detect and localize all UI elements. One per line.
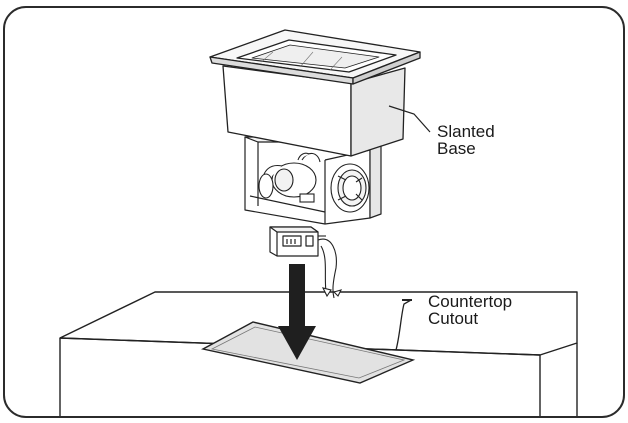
slanted-base-label-line2: Base <box>437 139 476 158</box>
countertop-cutout-label: Countertop Cutout <box>428 293 512 327</box>
down-arrow-icon <box>278 264 316 360</box>
cutout-inner-edge <box>210 326 406 379</box>
control-box <box>269 226 319 257</box>
slanted-base-label-line1: Slanted <box>437 122 495 141</box>
condenser-fan <box>330 163 370 213</box>
power-cord <box>316 235 343 299</box>
compressor <box>258 152 321 203</box>
slanted-base-leader <box>388 105 431 133</box>
countertop-cutout-leader <box>395 299 412 351</box>
well-pan <box>209 29 421 157</box>
slanted-base-label: Slanted Base <box>437 123 495 157</box>
control-display <box>282 235 302 247</box>
countertop-cutout-label-line1: Countertop <box>428 292 513 311</box>
countertop-cutout-label-line2: Cutout <box>428 309 479 328</box>
pan-side-wall <box>350 67 406 157</box>
diagram-frame <box>3 6 625 418</box>
countertop-cutout <box>201 321 416 384</box>
